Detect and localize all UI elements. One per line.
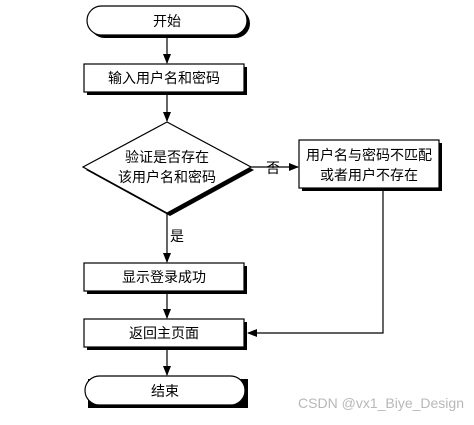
error-label-line1: 用户名与密码不匹配: [306, 147, 432, 164]
success-label: 显示登录成功: [122, 270, 206, 286]
decision-label-line2: 该用户名和密码: [118, 169, 216, 186]
input-process-box: 输入用户名和密码: [83, 63, 247, 95]
decision-label-line1: 验证是否存在: [125, 150, 209, 166]
return-home-box: 返回主页面: [83, 318, 247, 350]
error-label-line2: 或者用户不存在: [320, 167, 418, 184]
end-terminal: 结束: [84, 375, 248, 408]
arrow-error-to-home: [247, 188, 384, 337]
input-label: 输入用户名和密码: [108, 70, 220, 87]
error-message-box: 用户名与密码不匹配 或者用户不存在: [298, 139, 442, 191]
end-label: 结束: [151, 384, 179, 400]
decision-diamond: 验证是否存在 该用户名和密码: [81, 121, 254, 216]
no-branch-label: 否: [266, 161, 280, 177]
return-home-label: 返回主页面: [129, 326, 199, 342]
start-label: 开始: [153, 14, 181, 30]
start-terminal: 开始: [86, 5, 250, 38]
success-box: 显示登录成功: [83, 262, 247, 294]
watermark: CSDN @vx1_Biye_Design: [298, 395, 464, 411]
yes-branch-label: 是: [170, 229, 184, 245]
